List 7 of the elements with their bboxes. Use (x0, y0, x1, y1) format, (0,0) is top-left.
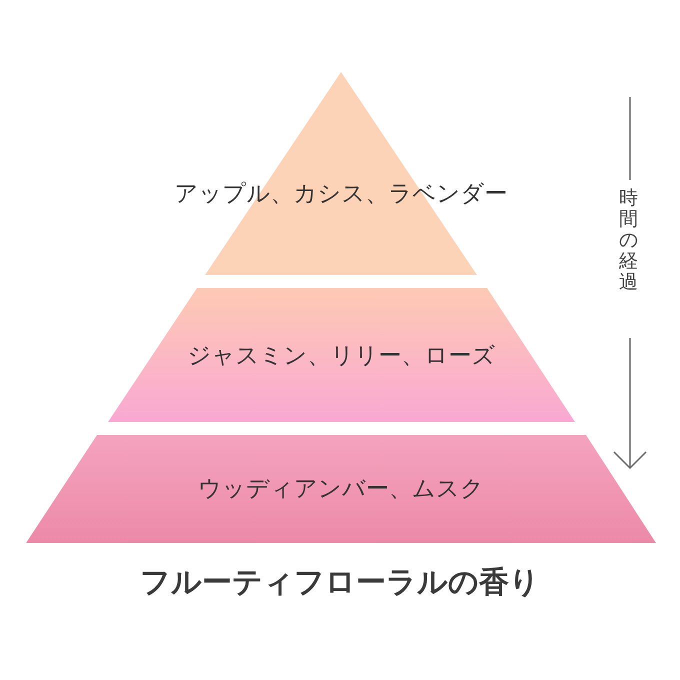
tier-label: アップル、カシス、ラベンダー (174, 180, 508, 209)
title: フルーティフローラルの香り (139, 564, 541, 602)
time-label: 時間の経過 (619, 188, 638, 292)
pyramid-tier (26, 435, 656, 543)
tier-label: ジャスミン、リリー、ローズ (188, 342, 496, 371)
pyramid-tier (108, 288, 575, 422)
tier-label: ウッディアンバー、ムスク (198, 475, 484, 504)
